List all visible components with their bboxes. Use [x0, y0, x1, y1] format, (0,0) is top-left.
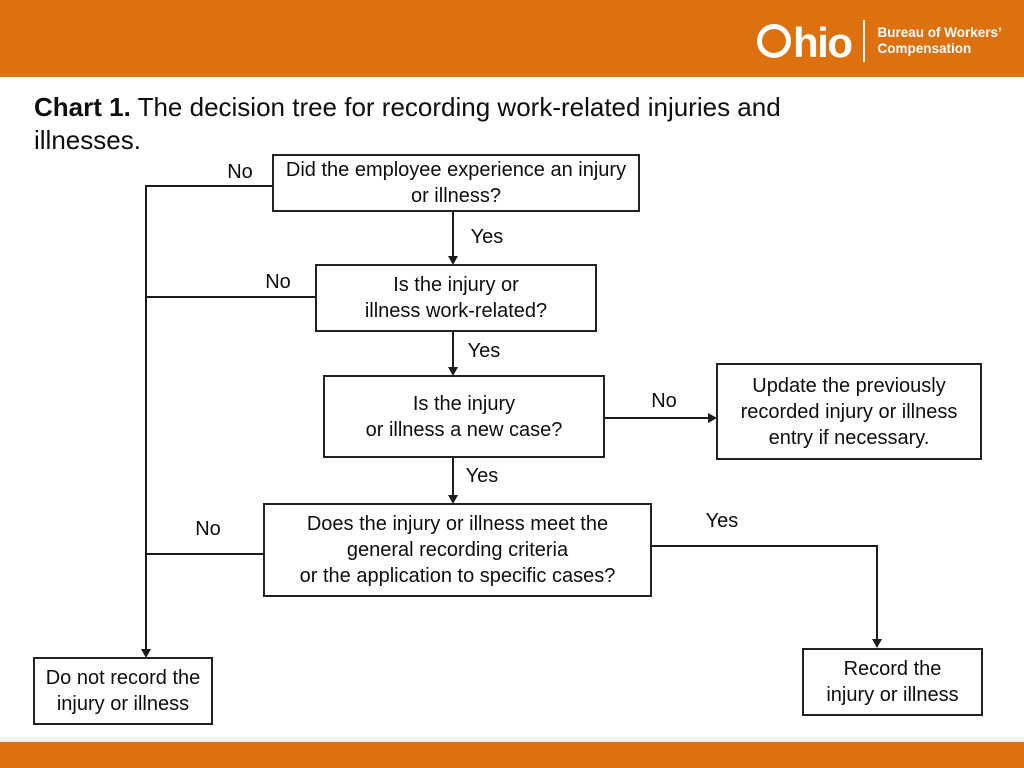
bureau-name: Bureau of Workers’ Compensation [877, 25, 1001, 57]
ohio-o-ring-icon [757, 23, 791, 58]
bureau-name-line1: Bureau of Workers’ [877, 25, 1002, 40]
node-question-recording-criteria: Does the injury or illness meet the gene… [263, 503, 652, 597]
node-update-entry: Update the previously recorded injury or… [716, 363, 982, 460]
footer-bar [0, 742, 1024, 768]
node-do-not-record: Do not record the injury or illness [33, 657, 213, 725]
edge-label-yes-2: Yes [467, 340, 501, 362]
node-question-work-related: Is the injury or illness work-related? [315, 264, 597, 332]
edge-label-no-3: No [651, 390, 677, 412]
page-title-prefix: Chart 1. [34, 92, 131, 122]
page-title-text: The decision tree for recording work-rel… [34, 92, 781, 155]
ohio-wordmark-text: hio [793, 18, 853, 66]
edge-label-no-1: No [227, 161, 253, 183]
arrowhead-record [872, 639, 882, 648]
edge-label-yes-4: Yes [705, 510, 739, 532]
edge-label-no-2: No [265, 271, 291, 293]
connector-no-to-do-not-record [145, 185, 272, 649]
node-question-new-case: Is the injury or illness a new case? [323, 375, 605, 458]
logo-divider [863, 20, 866, 62]
bureau-name-line2: Compensation [877, 41, 972, 56]
page-title: Chart 1. The decision tree for recording… [34, 91, 894, 157]
ohio-wordmark: hio [757, 18, 853, 66]
edge-label-yes-3: Yes [465, 465, 499, 487]
edge-label-no-4: No [195, 518, 221, 540]
header-bar: hio Bureau of Workers’ Compensation [0, 0, 1024, 77]
edge-label-yes-1: Yes [470, 226, 504, 248]
node-question-injury: Did the employee experience an injury or… [272, 154, 640, 212]
footer-fade-strip [0, 737, 1024, 742]
ohio-bwc-logo: hio Bureau of Workers’ Compensation [757, 19, 1002, 63]
connector-q4-yes [652, 545, 878, 639]
node-record: Record the injury or illness [802, 648, 983, 716]
